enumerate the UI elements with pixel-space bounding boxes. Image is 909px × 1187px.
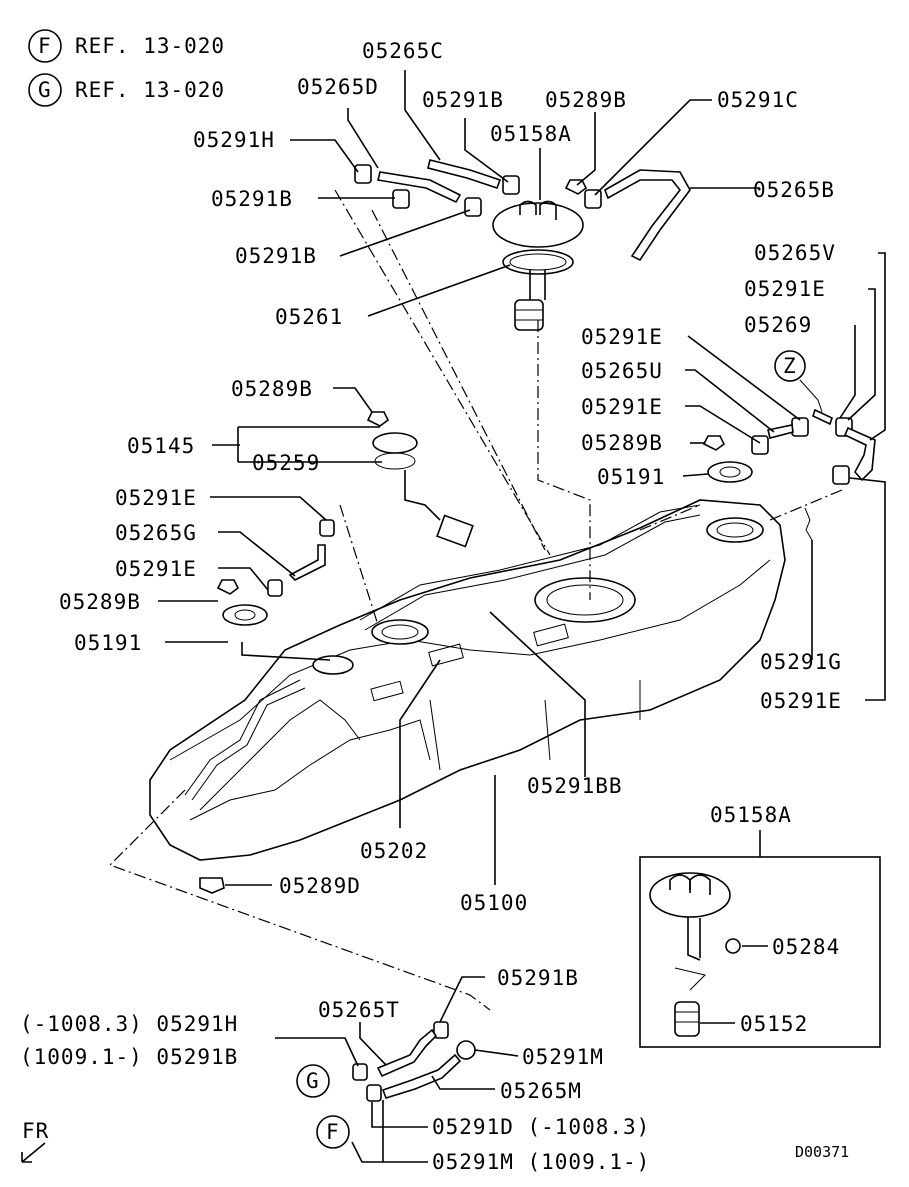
label-05265M: 05265M xyxy=(500,1079,582,1103)
label-05100: 05100 xyxy=(460,891,528,915)
label-05291B-b: 05291B xyxy=(235,244,317,268)
leader-lines xyxy=(158,70,886,1163)
ref-g-circle xyxy=(28,73,62,107)
reference-legend: F REF. 13-020 G REF. 13-020 xyxy=(28,29,225,107)
label-05291E-left2: 05291E xyxy=(115,557,197,581)
label-05265V: 05265V xyxy=(754,241,836,265)
part-labels: 05265C 05265D 05291B 05289B 05291C 05158… xyxy=(20,39,849,1174)
label-05291B-bottom2: (1009.1-) 05291B xyxy=(20,1045,238,1069)
callout-z: Z xyxy=(783,354,797,378)
label-05265T: 05265T xyxy=(318,998,400,1022)
label-05289B-left: 05289B xyxy=(59,590,141,614)
label-05259: 05259 xyxy=(252,451,320,475)
bottom-hose-group: G F xyxy=(296,1021,476,1149)
label-05291C: 05291C xyxy=(717,88,799,112)
ref-f-circle xyxy=(28,29,62,63)
label-05158A-top: 05158A xyxy=(490,122,572,146)
ref-g-text: REF. 13-020 xyxy=(75,78,225,102)
ref-f-letter: F xyxy=(38,34,52,58)
label-05191-left: 05191 xyxy=(74,631,142,655)
label-05265D: 05265D xyxy=(297,75,379,99)
front-arrow-icon xyxy=(21,1142,46,1163)
label-05265C: 05265C xyxy=(362,39,444,63)
label-05291H: 05291H xyxy=(193,128,275,152)
label-05191-right: 05191 xyxy=(597,465,665,489)
drain-nut xyxy=(199,877,225,894)
label-05265B: 05265B xyxy=(753,178,835,202)
label-05291B-a: 05291B xyxy=(211,187,293,211)
label-05289D: 05289D xyxy=(279,874,361,898)
pump-module-inset xyxy=(639,830,881,1048)
ref-g-letter: G xyxy=(38,78,52,102)
label-05291BB: 05291BB xyxy=(527,774,623,798)
label-05269: 05269 xyxy=(744,313,812,337)
callout-g: G xyxy=(306,1069,320,1093)
label-05291E-a: 05291E xyxy=(744,277,826,301)
right-side-parts: Z xyxy=(702,350,876,541)
front-marker-label: FR xyxy=(22,1119,49,1143)
pump-module-assembly xyxy=(354,159,691,331)
label-05291M-bottom: 05291M (1009.1-) xyxy=(432,1150,650,1174)
label-05289B-mid: 05289B xyxy=(231,377,313,401)
front-direction-marker: FR xyxy=(21,1119,49,1163)
reference-lines xyxy=(108,189,843,1011)
label-05291E-c: 05291E xyxy=(581,395,663,419)
label-05145: 05145 xyxy=(127,434,195,458)
label-05284: 05284 xyxy=(772,935,840,959)
ref-f-text: REF. 13-020 xyxy=(75,34,225,58)
left-upper-parts xyxy=(216,411,474,626)
label-05291E-right: 05291E xyxy=(760,689,842,713)
label-05291B-bottom: 05291B xyxy=(497,966,579,990)
label-05202: 05202 xyxy=(360,839,428,863)
label-05261: 05261 xyxy=(275,305,343,329)
callout-f: F xyxy=(326,1120,340,1144)
label-05291H-bottom: (-1008.3) 05291H xyxy=(20,1012,238,1036)
label-05289B-right: 05289B xyxy=(581,431,663,455)
label-05291B-top: 05291B xyxy=(422,88,504,112)
label-05291E-b: 05291E xyxy=(581,325,663,349)
label-05291D: 05291D (-1008.3) xyxy=(432,1115,650,1139)
label-05152: 05152 xyxy=(740,1012,808,1036)
label-05291G: 05291G xyxy=(760,650,842,674)
fuel-tank xyxy=(149,499,786,861)
label-05291M: 05291M xyxy=(522,1045,604,1069)
label-05158A-box: 05158A xyxy=(710,803,792,827)
label-05291E-left: 05291E xyxy=(115,486,197,510)
diagram-id: D00371 xyxy=(795,1143,849,1161)
label-05265U: 05265U xyxy=(581,359,663,383)
label-05289B-top: 05289B xyxy=(545,88,627,112)
label-05265G: 05265G xyxy=(115,521,197,545)
